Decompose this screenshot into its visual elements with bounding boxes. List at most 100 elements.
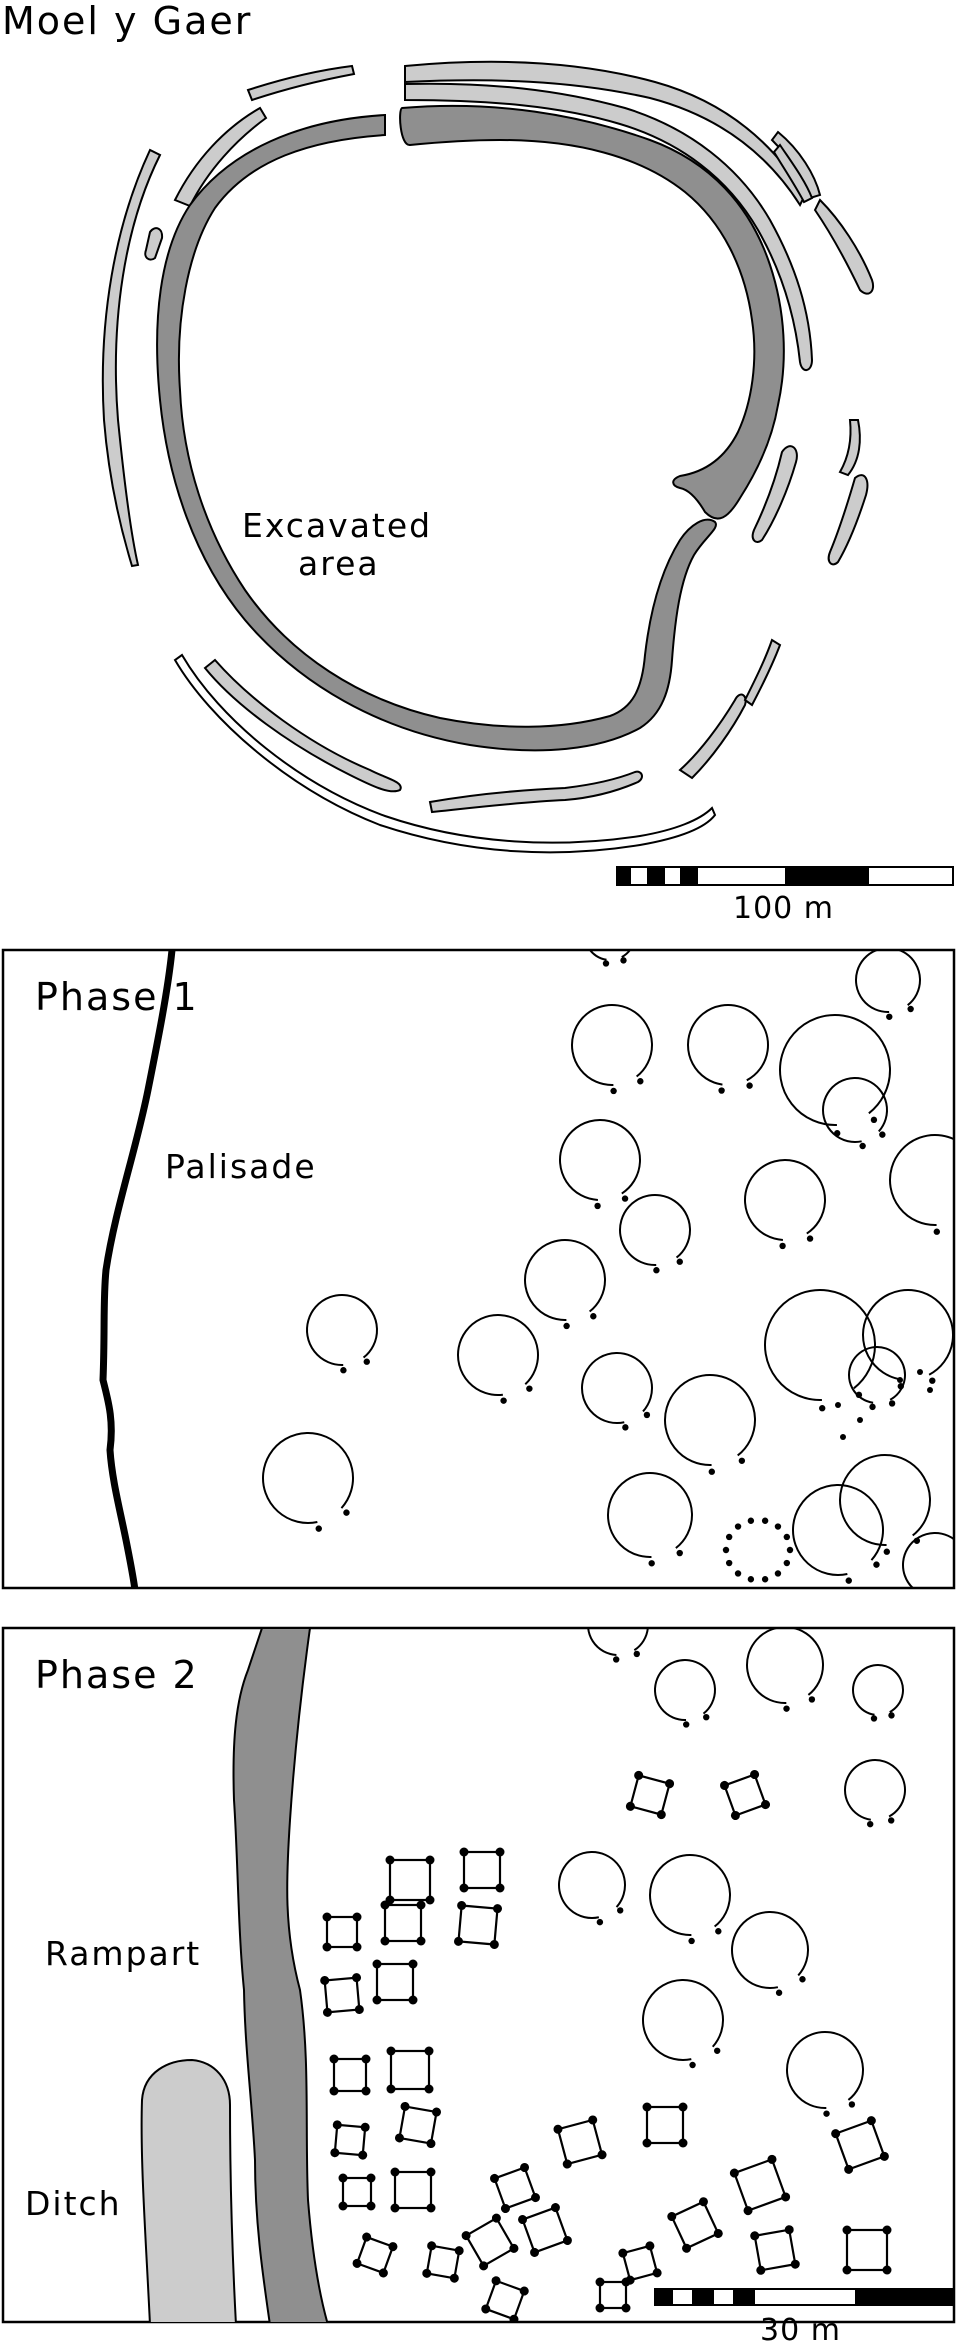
post-hole <box>698 2197 708 2207</box>
post-hole <box>461 2231 471 2241</box>
post-hole <box>621 2277 631 2287</box>
entrance-post <box>689 2061 696 2069</box>
phase1-roundhouse-3 <box>571 1004 653 1095</box>
phase2-roundhouse-9 <box>642 1979 724 2069</box>
entrance-post <box>933 1228 941 1235</box>
phase2-roundhouse-10 <box>785 2031 864 2117</box>
entrance-post <box>315 1525 322 1532</box>
post-hole <box>386 2084 396 2094</box>
phase2-roundhouse-6 <box>558 1851 626 1926</box>
post-hole <box>388 2242 398 2252</box>
post-hole <box>774 1523 782 1530</box>
post-hole <box>678 2138 688 2148</box>
post-hole <box>329 2054 339 2064</box>
post-hole <box>358 2150 368 2160</box>
phase2-roundhouse-8 <box>731 1911 809 1996</box>
four-post-outline <box>323 1976 361 2014</box>
entrance-post <box>848 2101 856 2108</box>
phase1-roundhouse-23 <box>902 1532 954 1588</box>
roundhouse-wall <box>607 1472 694 1558</box>
post-hole <box>530 2247 540 2257</box>
phase2-four-post-18 <box>489 2162 541 2214</box>
post-hole <box>520 2162 530 2172</box>
palisade-label: Palisade <box>165 1147 317 1186</box>
roundhouse-wall <box>306 1294 378 1366</box>
entrance-post <box>859 1142 866 1150</box>
four-post-outline <box>393 2170 433 2210</box>
post-hole <box>362 2232 372 2242</box>
roundhouse-wall <box>664 1374 756 1466</box>
post-hole <box>320 1975 330 1985</box>
roundhouse-wall <box>745 1628 824 1704</box>
phase1-roundhouse-21 <box>792 1484 884 1584</box>
post-hole <box>897 1377 903 1383</box>
post-hole <box>449 2273 459 2283</box>
post-hole <box>424 2046 434 2056</box>
roundhouse-wall <box>571 1004 653 1086</box>
phase2-four-post-1 <box>625 1770 675 1820</box>
post-hole <box>426 2139 436 2149</box>
post-hole <box>713 2228 723 2238</box>
post-hole <box>750 1769 760 1779</box>
entrance-post <box>676 1549 683 1557</box>
post-hole <box>835 1402 841 1408</box>
phase2-four-post-2 <box>719 1769 771 1821</box>
entrance-post <box>823 2110 830 2117</box>
phase1-title: Phase 1 <box>35 975 199 1019</box>
post-hole <box>725 1533 733 1541</box>
entrance-post <box>808 1696 816 1703</box>
entrance-post <box>907 1005 914 1013</box>
post-hole <box>332 2120 342 2130</box>
post-hole <box>656 1810 666 1820</box>
outer-rampart-nw-2 <box>173 106 268 208</box>
ditch <box>140 2058 237 2322</box>
phase2-four-post-16 <box>338 2173 376 2211</box>
phase2-four-post-25 <box>750 2225 800 2275</box>
roundhouse-wall <box>262 1432 354 1524</box>
phase1-roundhouse-10 <box>619 1194 691 1274</box>
entrance-post <box>869 1403 876 1411</box>
phase1-roundhouse-6 <box>822 1077 888 1150</box>
four-post-outline <box>355 2235 395 2275</box>
inner-light-rampart-north <box>404 82 814 371</box>
post-hole <box>361 2086 371 2096</box>
roundhouse-wall <box>744 1159 826 1241</box>
four-post-outline <box>845 2228 889 2272</box>
roundhouse-wall <box>654 1659 716 1721</box>
roundhouse-wall <box>822 1077 888 1143</box>
top-scale-bar: 100 m <box>616 866 954 926</box>
post-hole <box>518 2215 528 2225</box>
phase1-roundhouse-4 <box>687 1004 769 1094</box>
roundhouse-wall <box>844 1759 906 1821</box>
phase1-roundhouse-18 <box>664 1374 756 1475</box>
outer-rampart-southeast <box>678 693 747 780</box>
roundhouse-wall <box>779 1014 891 1126</box>
top-scale-label: 100 m <box>733 891 834 926</box>
entrance-post <box>643 1411 651 1419</box>
four-post-outline <box>598 2280 628 2310</box>
entrance-post <box>779 1242 786 1250</box>
post-hole <box>352 1912 362 1922</box>
post-hole <box>562 2159 572 2169</box>
roundhouse-wall <box>785 2031 864 2109</box>
post-hole <box>621 2303 631 2313</box>
post-hole <box>842 2265 852 2275</box>
roundhouse-wall <box>642 1979 724 2061</box>
post-hole <box>509 2243 519 2253</box>
post-hole <box>642 2138 652 2148</box>
post-hole <box>842 2225 852 2235</box>
post-hole <box>495 1883 505 1893</box>
post-hole <box>519 2286 529 2296</box>
post-hole <box>322 1912 332 1922</box>
outer-rampart-east-3 <box>751 445 798 543</box>
post-hole <box>634 1770 644 1780</box>
entrance-post <box>870 1116 878 1124</box>
entrance-post <box>637 1078 644 1085</box>
entrance-post <box>870 1715 878 1722</box>
roundhouse-wall <box>792 1484 884 1576</box>
entrance-post <box>596 1918 604 1926</box>
outer-rampart-south-outer <box>173 653 717 854</box>
phase2-four-post-10 <box>329 2054 371 2096</box>
post-hole <box>354 2005 364 2015</box>
post-hole <box>385 1855 395 1865</box>
